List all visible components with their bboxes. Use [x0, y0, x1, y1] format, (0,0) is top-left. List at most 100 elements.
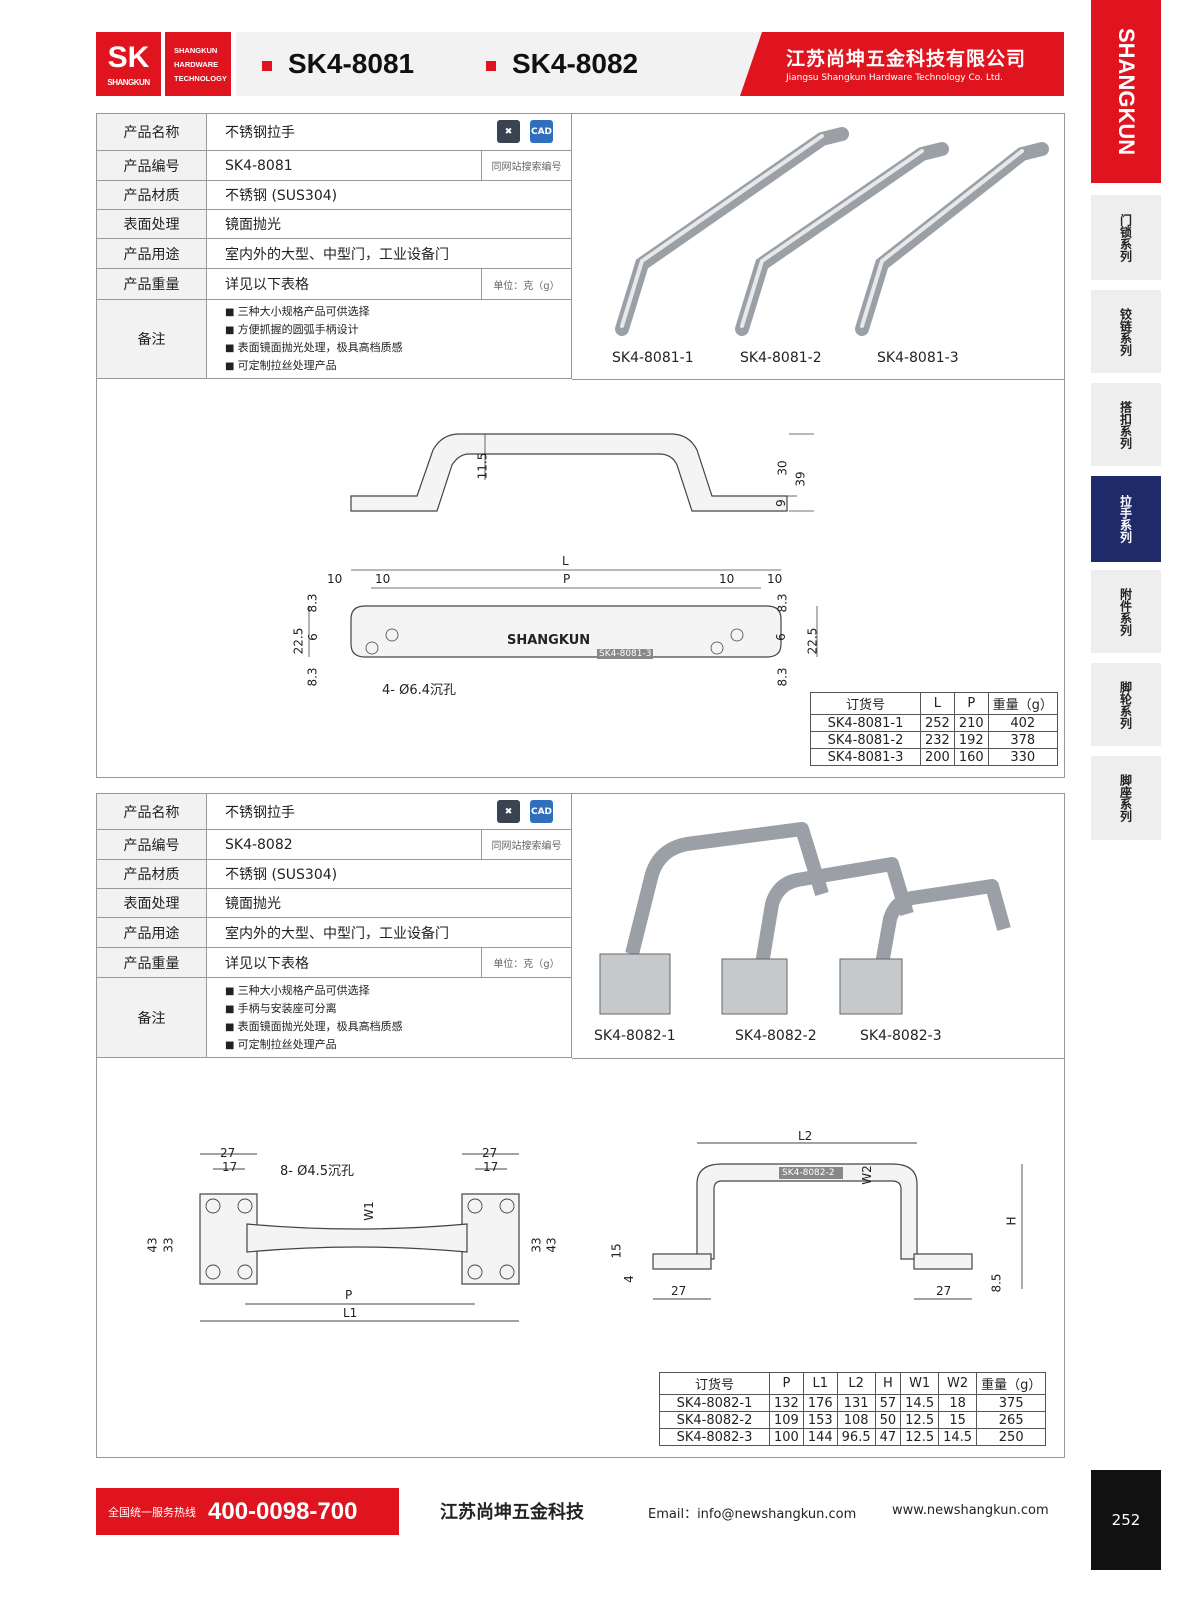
spec-row-remarks: 备注三种大小规格产品可供选择方便抓握的圆弧手柄设计表面镜面抛光处理，极具高档质感…	[97, 300, 571, 379]
spec-value: 室内外的大型、中型门，工业设备门	[225, 246, 449, 263]
cell: 265	[976, 1411, 1047, 1429]
spec-key: 备注	[97, 978, 207, 1057]
product-photo-8081: SK4-8081-1 SK4-8081-2 SK4-8081-3	[572, 114, 1064, 380]
remarks: 三种大小规格产品可供选择方便抓握的圆弧手柄设计表面镜面抛光处理，极具高档质感可定…	[207, 300, 571, 378]
dim-label: 22.5	[291, 627, 306, 655]
cell: 250	[976, 1428, 1047, 1446]
cell: 232	[920, 731, 955, 749]
cell: 14.5	[900, 1394, 940, 1412]
spec-row: 产品重量详见以下表格单位：克（g）	[97, 269, 571, 300]
col-header: L2	[836, 1372, 876, 1395]
dim-label: 30	[775, 460, 790, 476]
dim-label: 11.5	[475, 452, 490, 480]
dim-label: L1	[343, 1306, 358, 1320]
spec-note: 单位：克（g）	[481, 948, 571, 977]
dim-label: 27	[936, 1284, 952, 1298]
spec-key: 产品名称	[97, 114, 207, 150]
dim-label: 4	[621, 1275, 636, 1283]
sidebar-tab-hinge[interactable]: 铰链系列	[1091, 290, 1161, 373]
dim-label: 17	[222, 1160, 238, 1174]
dim-label: 10	[375, 572, 391, 586]
cell: 12.5	[900, 1411, 940, 1429]
dim-label: 8.3	[775, 593, 790, 613]
col-header: L1	[802, 1372, 838, 1395]
cell: 252	[920, 714, 955, 732]
dim-label: 22.5	[805, 627, 820, 655]
spec-row: 产品材质不锈钢 (SUS304)	[97, 181, 571, 210]
remark-item: 三种大小规格产品可供选择	[225, 982, 403, 1000]
stainless-icon[interactable]: ✖	[497, 120, 520, 143]
dim-label: L2	[798, 1129, 813, 1143]
cell: 192	[953, 731, 989, 749]
sidebar-tab-accessory[interactable]: 附件系列	[1091, 570, 1161, 653]
spec-key: 表面处理	[97, 889, 207, 917]
cad-download-icon[interactable]: CAD	[530, 120, 553, 143]
col-header: H	[874, 1372, 902, 1395]
remark-item: 可定制拉丝处理产品	[225, 1036, 403, 1054]
cell: SK4-8082-2	[659, 1411, 770, 1429]
cell: 96.5	[836, 1428, 876, 1446]
dim-label: 6	[305, 633, 320, 641]
spec-row: 产品用途室内外的大型、中型门，工业设备门	[97, 239, 571, 269]
hotline-label: 全国统一服务热线	[108, 1505, 196, 1519]
dim-label: W2	[859, 1165, 874, 1185]
cell: 15	[938, 1411, 978, 1429]
col-header: 重量（g）	[976, 1372, 1047, 1395]
logo-line: TECHNOLOGY	[174, 74, 227, 83]
cad-download-icon[interactable]: CAD	[530, 800, 553, 823]
spec-key: 备注	[97, 300, 207, 378]
col-header: 重量（g）	[987, 692, 1058, 715]
spec-key: 产品重量	[97, 269, 207, 299]
footer-email[interactable]: Email：info@newshangkun.com	[648, 1507, 857, 1522]
hotline-number: 400-0098-700	[208, 1497, 358, 1525]
cell: 109	[769, 1411, 804, 1429]
spec-row-remarks: 备注三种大小规格产品可供选择手柄与安装座可分离表面镜面抛光处理，极具高档质感可定…	[97, 978, 571, 1058]
stainless-icon[interactable]: ✖	[497, 800, 520, 823]
spec-value: SK4-8081	[225, 157, 293, 174]
spec-key: 产品材质	[97, 181, 207, 209]
cell: 210	[953, 714, 989, 732]
handle-photo-icon	[599, 822, 1011, 1015]
technical-drawing-8082	[199, 1142, 1023, 1322]
hotline-banner: 全国统一服务热线 400-0098-700	[96, 1488, 399, 1535]
dim-label: H	[1004, 1216, 1019, 1226]
col-header: L	[920, 692, 955, 715]
cell: 153	[802, 1411, 838, 1429]
remark-item: 可定制拉丝处理产品	[225, 357, 403, 375]
spec-value: 室内外的大型、中型门，工业设备门	[225, 925, 449, 942]
dim-tag: SK4-8081-3	[597, 649, 654, 659]
dim-label: 43	[544, 1237, 559, 1253]
sidebar-tab-caster[interactable]: 脚轮系列	[1091, 663, 1161, 746]
spec-key: 表面处理	[97, 210, 207, 238]
spec-value: 不锈钢拉手 ✖ CAD	[207, 114, 571, 150]
sidebar-tab-handle[interactable]: 拉手系列	[1091, 476, 1161, 562]
cell: 132	[769, 1394, 804, 1412]
sidebar-tab-foot[interactable]: 脚座系列	[1091, 756, 1161, 840]
spec-row: 产品名称不锈钢拉手 ✖ CAD	[97, 794, 571, 830]
spec-value: SK4-8082	[225, 836, 293, 853]
dim-label: 9	[773, 499, 788, 507]
sidebar-tab-hasp[interactable]: 搭扣系列	[1091, 383, 1161, 466]
dim-label: 8- Ø4.5沉孔	[280, 1164, 355, 1179]
footer-website[interactable]: www.newshangkun.com	[892, 1503, 1049, 1518]
photo-caption: SK4-8081-3	[877, 350, 959, 366]
dim-label: 43	[145, 1237, 160, 1253]
page-number: 252	[1091, 1470, 1161, 1570]
spec-value: 详见以下表格	[225, 277, 309, 293]
cell: 57	[874, 1394, 902, 1412]
col-header: P	[769, 1372, 804, 1395]
spec-row: 表面处理镜面抛光	[97, 210, 571, 239]
spec-key: 产品重量	[97, 948, 207, 977]
dim-label: L	[562, 554, 569, 568]
sidebar-tab-door-lock[interactable]: 门锁系列	[1091, 195, 1161, 280]
technical-drawing-8081: SHANGKUN	[308, 433, 818, 658]
dim-label: 8.3	[305, 667, 320, 687]
